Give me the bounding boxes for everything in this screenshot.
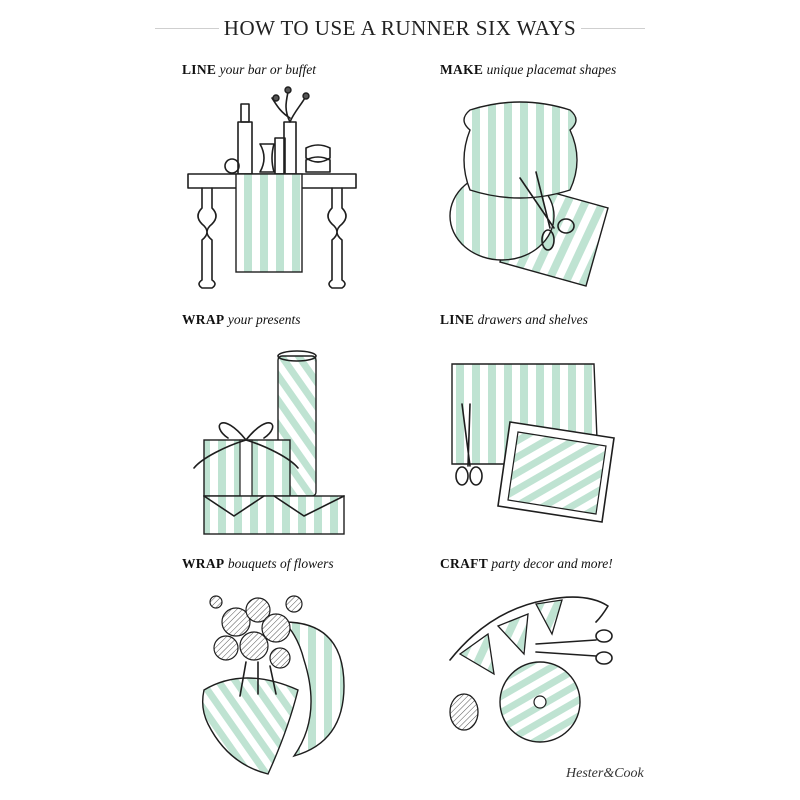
flower-bouquet-icon (201, 595, 345, 775)
page-title: HOW TO USE A RUNNER SIX WAYS (223, 16, 577, 40)
caption-line-bar: LINE your bar or buffet (182, 62, 316, 78)
lined-drawer-icon (451, 363, 615, 523)
caption-text: party decor and more! (491, 556, 613, 571)
caption-text: bouquets of flowers (227, 556, 334, 571)
wrapped-gift-icon (193, 350, 345, 535)
party-garland-icon (449, 596, 613, 743)
caption-line-drawers: LINE drawers and shelves (440, 312, 588, 328)
caption-verb: CRAFT (440, 556, 488, 571)
brand-logo: Hester&Cook (566, 766, 644, 781)
caption-text: your bar or buffet (219, 62, 316, 77)
header: HOW TO USE A RUNNER SIX WAYS (155, 14, 645, 44)
caption-wrap-bouquets: WRAP bouquets of flowers (182, 556, 334, 572)
buffet-table-icon (187, 86, 357, 289)
caption-wrap-presents: WRAP your presents (182, 312, 300, 328)
placemat-scissors-icon (449, 101, 609, 287)
caption-verb: LINE (182, 62, 217, 77)
title-rule-right (581, 28, 645, 29)
caption-text: unique placemat shapes (486, 62, 617, 77)
caption-verb: LINE (440, 312, 475, 327)
caption-placemats: MAKE unique placemat shapes (440, 62, 616, 78)
caption-verb: MAKE (440, 62, 484, 77)
caption-text: drawers and shelves (477, 312, 588, 327)
caption-verb: WRAP (182, 312, 225, 327)
caption-text: your presents (227, 312, 301, 327)
caption-craft-decor: CRAFT party decor and more! (440, 556, 613, 572)
caption-verb: WRAP (182, 556, 225, 571)
title-rule-left (155, 28, 219, 29)
